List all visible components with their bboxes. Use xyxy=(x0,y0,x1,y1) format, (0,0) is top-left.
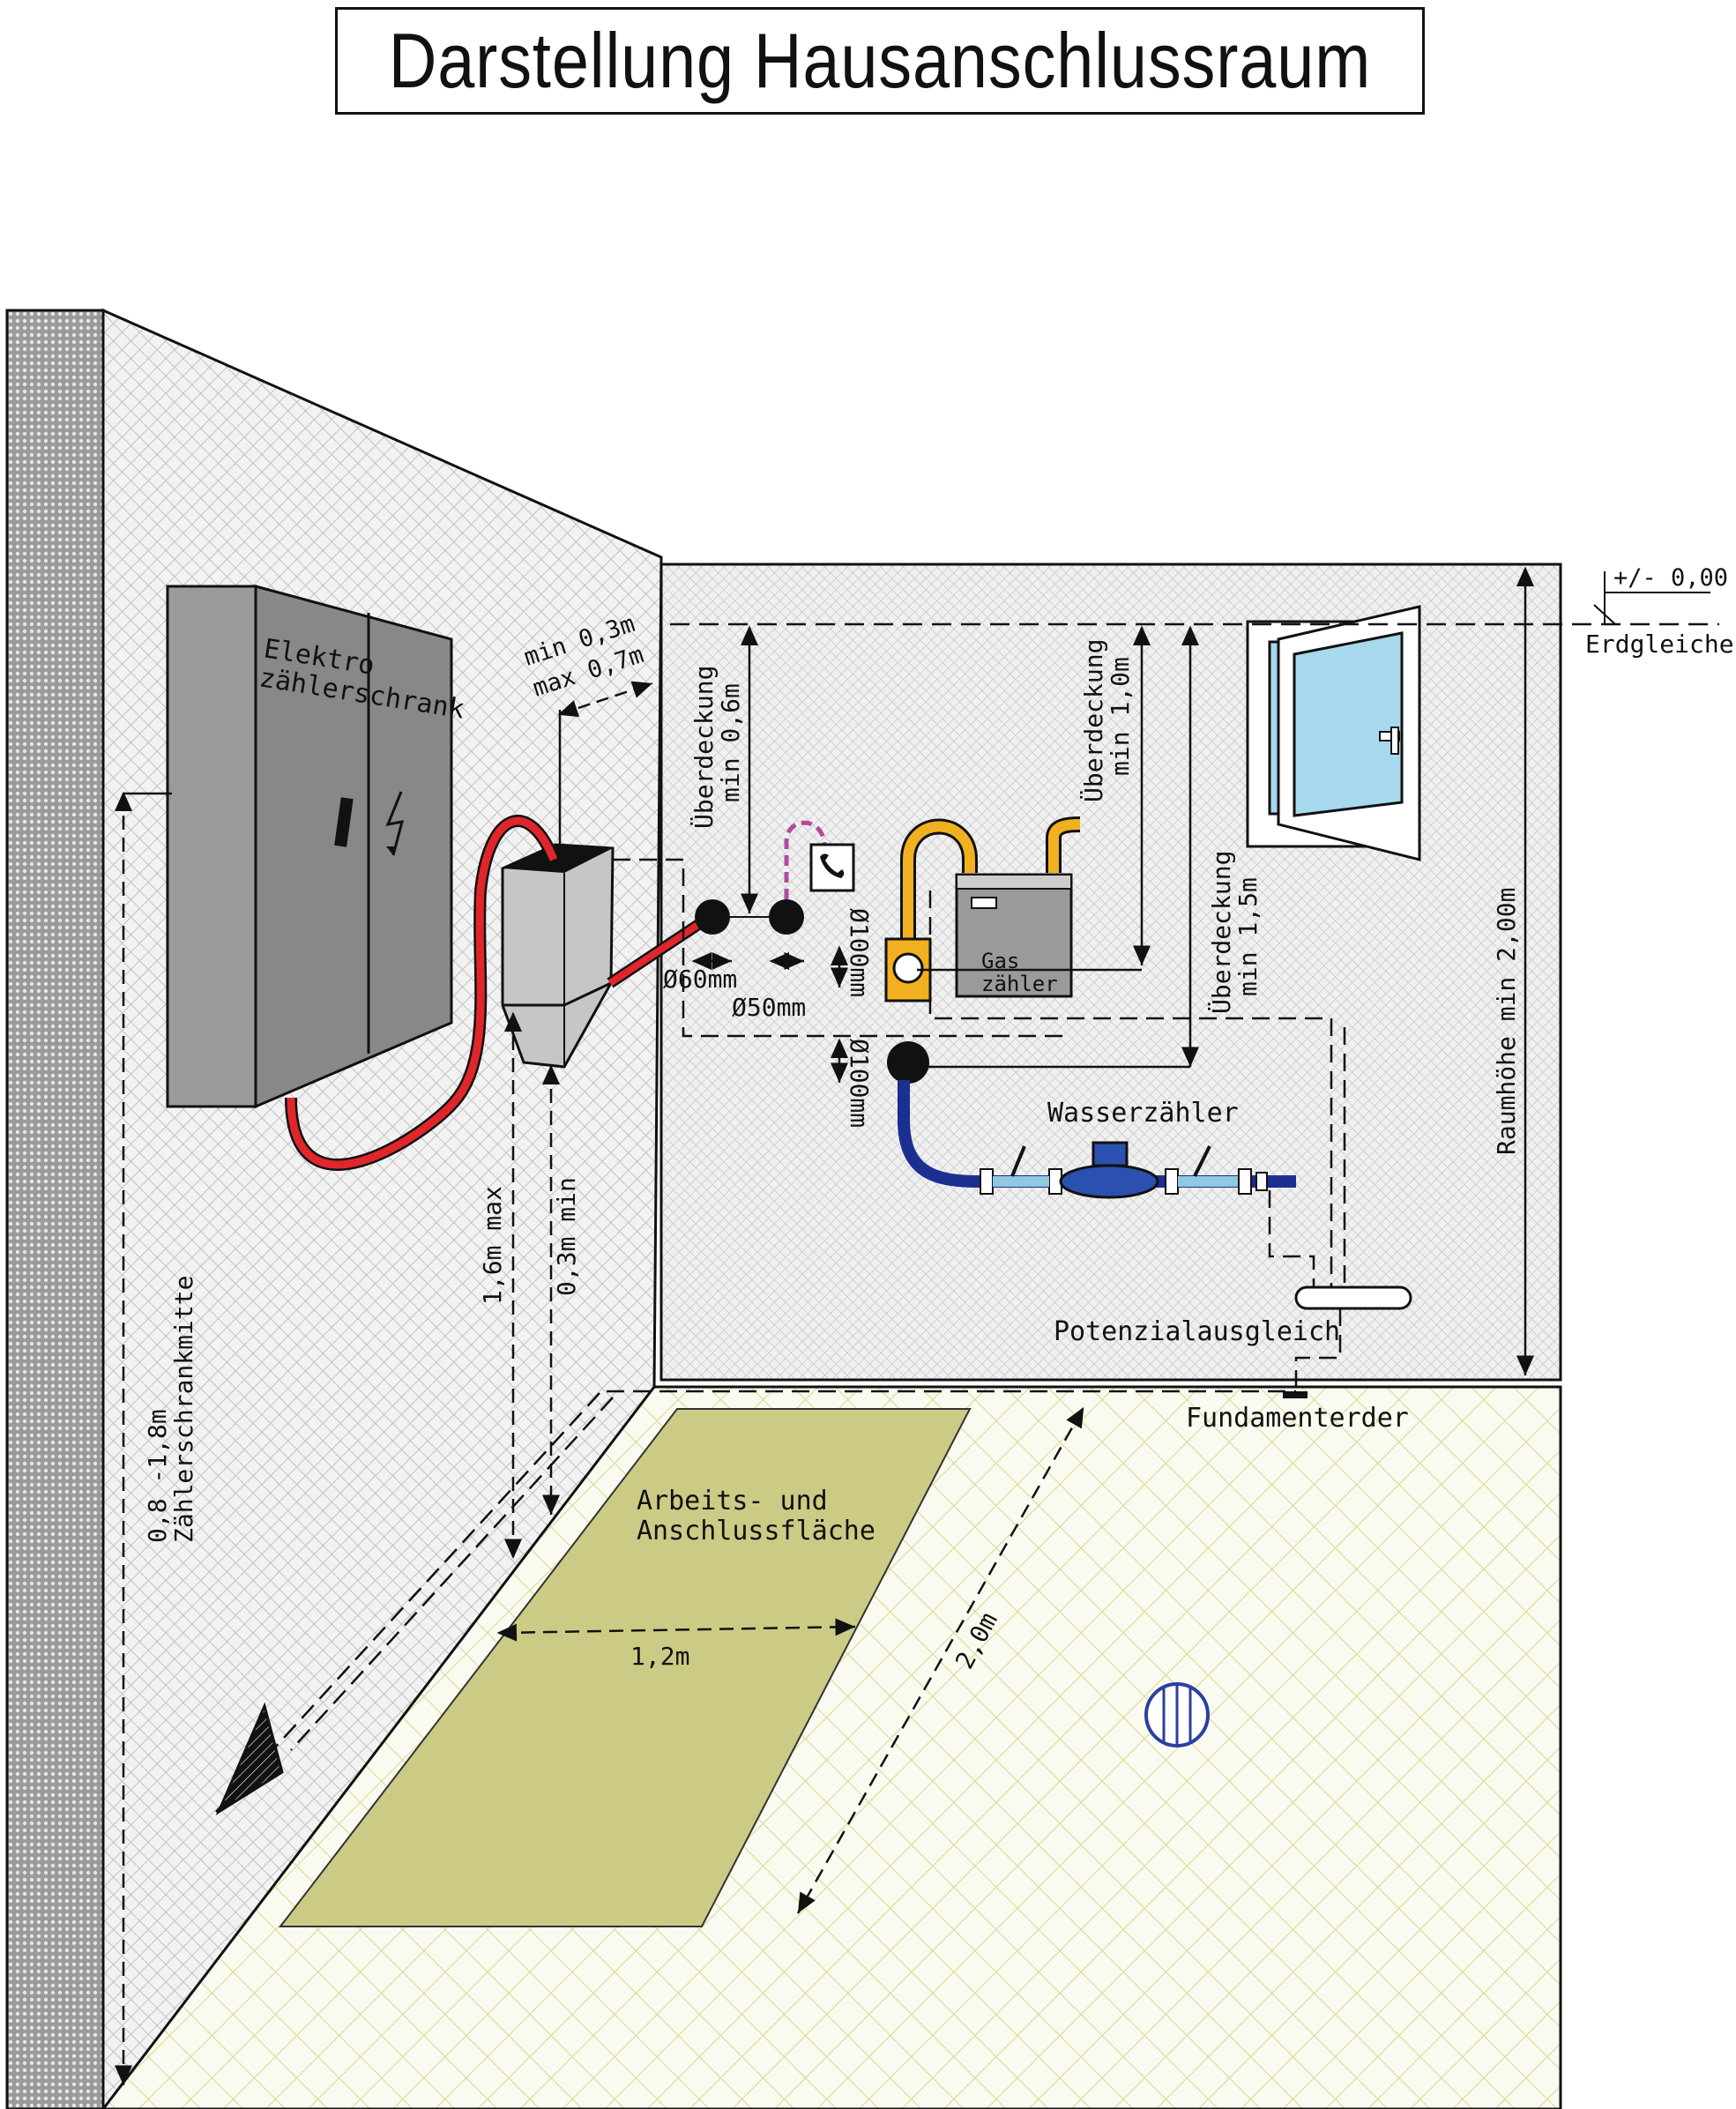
electric-meter-cabinet xyxy=(166,585,453,1109)
direction-arrow xyxy=(215,1702,284,1815)
foundation-earth-clamp xyxy=(1283,1391,1308,1398)
work-area-label-2: Anschlussfläche xyxy=(637,1516,875,1546)
cover-10-label-1: Überdeckung xyxy=(1078,639,1108,802)
water-meter-label: Wasserzähler xyxy=(1047,1098,1239,1129)
phone-icon xyxy=(820,853,845,878)
equipotential-bar xyxy=(1294,1286,1412,1310)
cover-06-label-2: min 0,6m xyxy=(716,683,745,802)
width-label: 1,2m xyxy=(630,1642,689,1671)
telecom-box xyxy=(809,843,855,892)
diagram-title: Darstellung Hausanschlussraum xyxy=(388,17,1372,104)
floor-drain-icon xyxy=(1144,1682,1210,1748)
height-min-label: 0,3m min xyxy=(552,1177,581,1296)
water-pipe xyxy=(898,1080,1296,1188)
dashed-dimension-lines xyxy=(115,791,1084,2085)
cover-15-label-1: Überdeckung xyxy=(1206,851,1236,1014)
ground-level-label: Erdgleiche xyxy=(1585,630,1734,659)
diam-100-water-label: Ø100mm xyxy=(845,1039,874,1128)
ground-level-marker xyxy=(1593,571,1710,625)
equipotential-label: Potenzialausgleich xyxy=(1054,1316,1340,1347)
cover-06-label-1: Überdeckung xyxy=(689,666,719,829)
water-meter-assembly xyxy=(887,1041,1296,1199)
lightning-icon xyxy=(385,791,405,856)
dimension-lines xyxy=(123,566,1534,1375)
wall-section xyxy=(5,309,105,2109)
cover-15-label-2: min 1,5m xyxy=(1233,877,1263,996)
cover-10-label-2: min 1,0m xyxy=(1106,657,1135,776)
house-connection-box xyxy=(501,843,615,1069)
window xyxy=(1246,605,1421,861)
height-max-label: 1,6m max xyxy=(478,1186,507,1305)
work-area-label-1: Arbeits- und xyxy=(637,1486,828,1517)
diam-100-gas-label: Ø100mm xyxy=(845,908,874,997)
room-height-label: Raumhöhe min 2,00m xyxy=(1492,888,1521,1155)
foundation-earth-label: Fundamenterder xyxy=(1186,1403,1409,1434)
reference-lines xyxy=(215,858,1346,1813)
cabinet-center-label-2: Zählerschrankmitte xyxy=(169,1276,198,1543)
gas-meter-label-1: Gas xyxy=(981,949,1019,973)
cabinet-center-label-1: 0,8 -1,8m xyxy=(143,1409,172,1543)
title-box: Darstellung Hausanschlussraum xyxy=(335,7,1425,115)
gas-meter-label-2: zähler xyxy=(981,972,1058,996)
diam-60-label: Ø60mm xyxy=(663,965,737,994)
ground-level-value: +/- 0,00 xyxy=(1613,564,1728,592)
telecom-cable xyxy=(784,820,827,899)
diam-50-label: Ø50mm xyxy=(732,993,806,1022)
